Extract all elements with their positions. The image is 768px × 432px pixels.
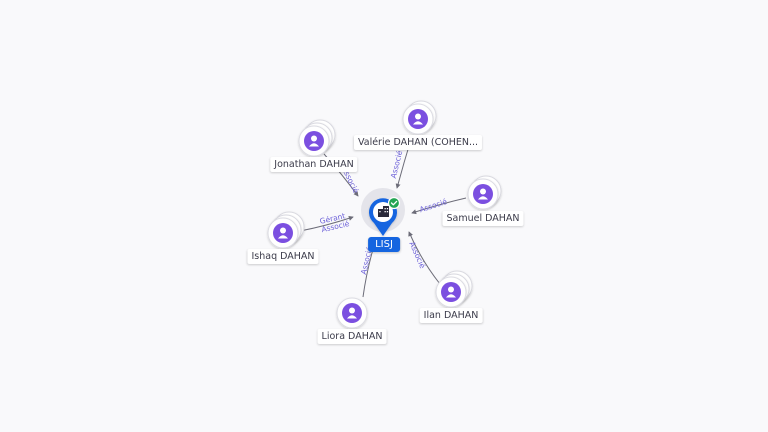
edge-label: Associé <box>389 149 405 179</box>
person-label-samuel[interactable]: Samuel DAHAN <box>442 211 524 226</box>
person-icon <box>273 223 293 243</box>
company-label[interactable]: LISJ <box>368 237 400 252</box>
person-node-jonathan[interactable] <box>298 119 336 157</box>
person-node-liora[interactable] <box>336 297 368 329</box>
edge-samuel <box>411 197 467 215</box>
person-icon <box>408 109 428 129</box>
person-label-ishaq[interactable]: Ishaq DAHAN <box>247 249 319 264</box>
edge-label: Associé <box>407 240 427 270</box>
person-node-samuel[interactable] <box>467 175 502 210</box>
person-node-valerie[interactable] <box>402 100 437 135</box>
person-icon <box>342 303 362 323</box>
person-label-jonathan[interactable]: Jonathan DAHAN <box>270 157 358 172</box>
person-icon <box>304 131 324 151</box>
person-icon <box>441 282 461 302</box>
edge-ishaq <box>299 215 354 232</box>
nodes-layer <box>267 100 502 329</box>
person-node-ishaq[interactable] <box>267 211 305 249</box>
company-node[interactable] <box>361 188 405 236</box>
person-node-ilan[interactable] <box>435 270 473 308</box>
edge-ilan <box>408 231 441 285</box>
person-label-valerie[interactable]: Valérie DAHAN (COHEN... <box>353 135 483 150</box>
check-icon <box>387 196 401 210</box>
person-label-ilan[interactable]: Ilan DAHAN <box>419 308 483 323</box>
building-icon <box>378 206 389 217</box>
person-label-liora[interactable]: Liora DAHAN <box>317 329 387 344</box>
person-icon <box>473 184 493 204</box>
